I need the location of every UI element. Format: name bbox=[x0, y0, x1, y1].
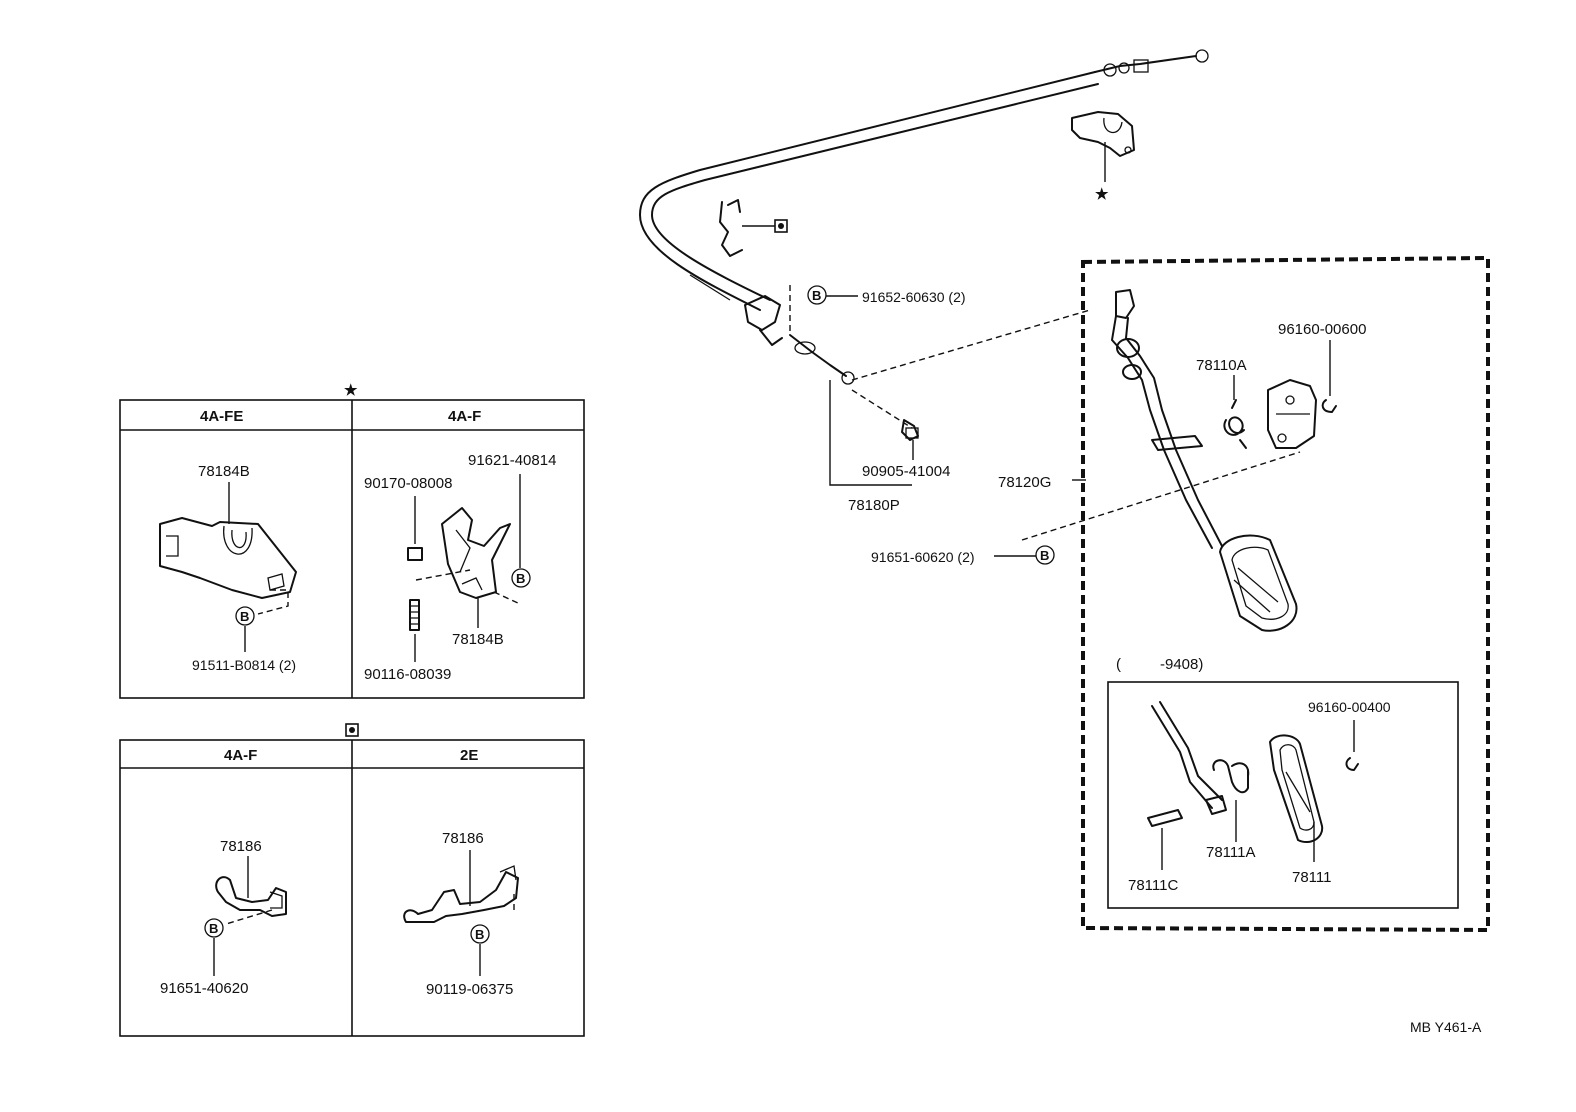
label-96160-00400: 96160-00400 bbox=[1308, 699, 1391, 715]
star-table-header-2: 4A-F bbox=[448, 408, 481, 425]
stud-90116-08039 bbox=[409, 599, 420, 631]
label-91651-60620: 91651-60620 (2) bbox=[871, 549, 975, 565]
label-78186-4A-F: 78186 bbox=[220, 838, 262, 855]
clip-96160-00400 bbox=[1345, 757, 1359, 771]
bolt-marker-91621: B bbox=[516, 571, 525, 586]
cable-end-fitting bbox=[744, 295, 855, 385]
label-78180P: 78180P bbox=[848, 497, 900, 514]
pin-78111C bbox=[1147, 809, 1183, 827]
label-96160-00600: 96160-00600 bbox=[1278, 321, 1366, 338]
spring-78111A bbox=[1212, 759, 1250, 794]
pedal-assembly-boundary bbox=[1081, 255, 1490, 933]
inset-pedal-arm bbox=[1151, 701, 1227, 815]
label-78120G: 78120G bbox=[998, 474, 1051, 491]
clip-78186-4A-F bbox=[215, 876, 287, 917]
label-91621-40814: 91621-40814 bbox=[468, 452, 556, 469]
label-78111: 78111 bbox=[1292, 869, 1332, 886]
star-marker-table: ★ bbox=[344, 382, 358, 399]
accelerator-cable bbox=[639, 49, 1209, 311]
label-78110A: 78110A bbox=[1196, 357, 1247, 374]
bolt-marker-90119: B bbox=[475, 927, 484, 942]
diamond-table-header-2: 2E bbox=[460, 747, 478, 764]
bolt-marker-91651-40620: B bbox=[209, 921, 218, 936]
label-91652-60630: 91652-60630 (2) bbox=[862, 289, 966, 305]
label-78111C: 78111C bbox=[1128, 877, 1178, 894]
label-78111A: 78111A bbox=[1206, 844, 1256, 861]
star-table bbox=[119, 399, 585, 699]
cable-clip-78186 bbox=[719, 199, 743, 257]
label-78184B-4A-F: 78184B bbox=[452, 631, 504, 648]
label-78184B-4A-FE: 78184B bbox=[198, 463, 250, 480]
clip-96160-00600 bbox=[1321, 399, 1337, 413]
screw-90905-41004 bbox=[901, 419, 919, 441]
nut-90170-08008 bbox=[407, 547, 423, 561]
label-90119-06375: 90119-06375 bbox=[426, 981, 513, 998]
accelerator-pedal-78120G bbox=[1111, 289, 1298, 632]
inset-box bbox=[1107, 681, 1459, 909]
spring-78110A bbox=[1223, 399, 1247, 449]
star-table-header-1: 4A-FE bbox=[200, 408, 243, 425]
bracket-78184B-4A-F bbox=[441, 507, 511, 599]
bracket-78184B-4A-FE bbox=[159, 517, 297, 599]
inset-range-label: -9408) bbox=[1160, 656, 1203, 673]
label-91651-40620: 91651-40620 bbox=[160, 980, 248, 997]
cable-bracket-top bbox=[1071, 111, 1135, 157]
bolt-marker-91652: B bbox=[812, 288, 821, 303]
diamond-table bbox=[119, 739, 585, 1037]
clip-78186-2E bbox=[403, 865, 519, 923]
diamond-table-header-1: 4A-F bbox=[224, 747, 257, 764]
bolt-marker-91651-60620: B bbox=[1040, 548, 1049, 563]
star-marker-bracket: ★ bbox=[1095, 186, 1109, 203]
label-91511-B0814: 91511-B0814 (2) bbox=[192, 657, 296, 673]
diagram-code: MB Y461-A bbox=[1410, 1019, 1482, 1035]
label-90170-08008: 90170-08008 bbox=[364, 475, 452, 492]
label-90905-41004: 90905-41004 bbox=[862, 463, 950, 480]
label-78186-2E: 78186 bbox=[442, 830, 484, 847]
inset-range-open: ( bbox=[1116, 656, 1121, 673]
label-90116-08039: 90116-08039 bbox=[364, 666, 451, 683]
bolt-marker-91511: B bbox=[240, 609, 249, 624]
pedal-pivot-bracket bbox=[1267, 379, 1317, 449]
